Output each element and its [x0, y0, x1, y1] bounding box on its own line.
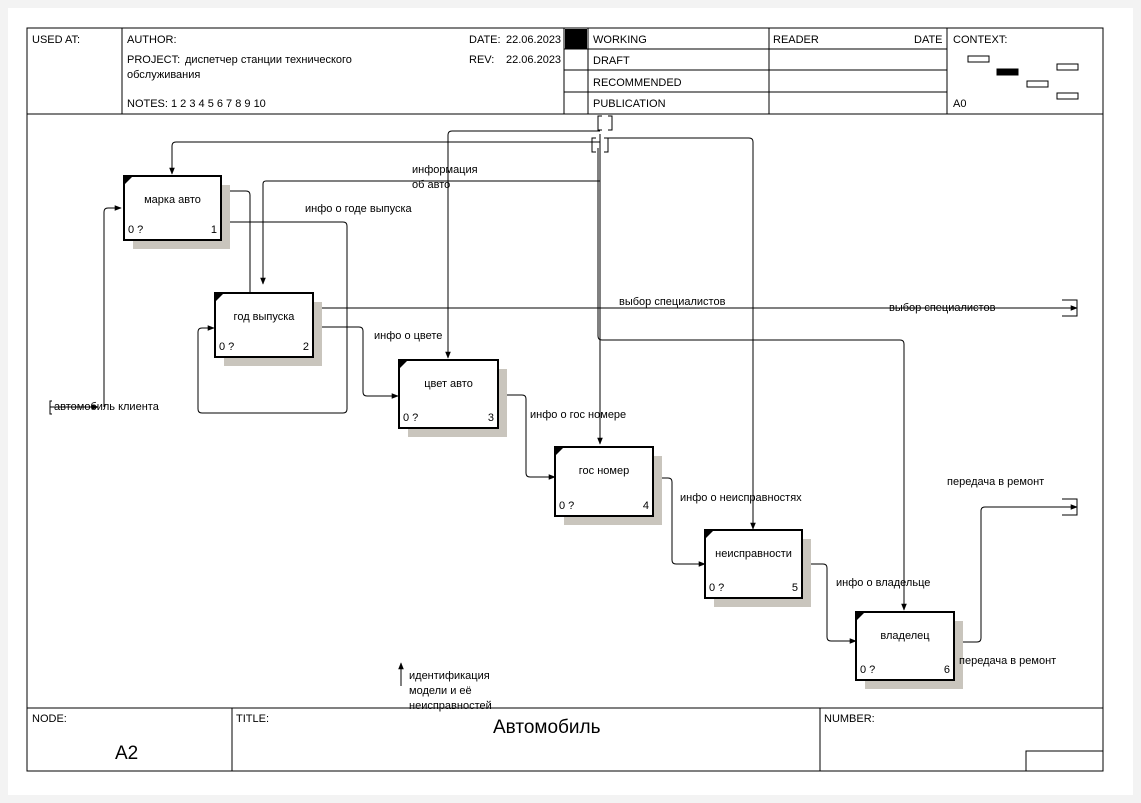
activity-box[interactable]: неисправности 0 ? 5: [704, 529, 811, 607]
activity-box[interactable]: цвет авто 0 ? 3: [398, 359, 507, 437]
working-status-marker: [565, 29, 587, 49]
box-label: цвет авто: [424, 378, 473, 390]
box-label: гос номер: [579, 465, 629, 477]
box-cost: 0 ?: [219, 341, 234, 353]
top-tunnel-icon: [597, 115, 613, 131]
specialists-tunnel-icon: [1062, 299, 1078, 317]
box-label: год выпуска: [234, 311, 296, 323]
label-ident-line2: модели и её: [409, 685, 472, 697]
box-frame: [855, 611, 955, 681]
reader-label: READER: [773, 34, 819, 46]
label-ident-line3: неисправностей: [409, 700, 492, 712]
project-name-line1: диспетчер станции технического: [185, 54, 352, 66]
activity-boxes: марка авто 0 ? 1 год выпуска 0 ? 2 цвет авто 0 …: [123, 175, 963, 689]
arrow-plate-info[interactable]: [498, 394, 556, 480]
notes-values: 1 2 3 4 5 6 7 8 9 10: [171, 98, 266, 110]
box-corner-mark: [555, 447, 564, 456]
rev-label: REV:: [469, 54, 494, 66]
client-car-tunnel-icon: [49, 400, 52, 415]
arrow-info-to-owner[interactable]: [597, 148, 907, 611]
title-label: TITLE:: [236, 713, 269, 725]
context-node: A0: [953, 98, 966, 110]
footer-frame: [26, 114, 1104, 772]
idef0-diagram-sheet: USED AT: AUTHOR: PROJECT: диспетчер стан…: [8, 8, 1133, 795]
box-number: 1: [211, 224, 217, 236]
activity-box[interactable]: марка авто 0 ? 1: [123, 175, 230, 249]
arrow-year-info-feedback[interactable]: [197, 221, 348, 414]
box-corner-mark: [856, 612, 865, 621]
notes-label: NOTES:: [127, 98, 168, 110]
arrow-client-car-to-brand[interactable]: [103, 205, 122, 407]
activity-box[interactable]: владелец 0 ? 6: [855, 611, 963, 689]
context-label: CONTEXT:: [953, 34, 1007, 46]
project-name-line2: обслуживания: [127, 69, 200, 81]
label-repair-outer: передача в ремонт: [947, 476, 1044, 488]
project-label: PROJECT:: [127, 54, 180, 66]
activity-box[interactable]: год выпуска 0 ? 2: [214, 292, 322, 366]
status-working: WORKING: [593, 34, 647, 46]
date-label: DATE:: [469, 34, 501, 46]
label-plate-info: инфо о гос номере: [530, 409, 626, 421]
box-cost: 0 ?: [403, 412, 418, 424]
box-label: марка авто: [144, 194, 201, 206]
label-info-line1: информация: [412, 164, 478, 176]
label-color-info: инфо о цвете: [374, 330, 442, 342]
label-owner-info: инфо о владельце: [836, 577, 930, 589]
arrow-faults-info[interactable]: [653, 477, 706, 567]
box-corner-mark: [399, 360, 408, 369]
box-frame: [554, 446, 654, 517]
label-specialists-inner: выбор специалистов: [619, 296, 726, 308]
box-frame: [398, 359, 499, 429]
reader-date-label: DATE: [914, 34, 943, 46]
box-corner-mark: [124, 176, 133, 185]
arrow-info-to-brand[interactable]: [169, 141, 600, 175]
arrow-repair-output[interactable]: [954, 504, 1078, 643]
box-cost: 0 ?: [559, 500, 574, 512]
label-specialists-outer: выбор специалистов: [889, 302, 996, 314]
box-number: 6: [944, 664, 950, 676]
arrow-owner-info[interactable]: [802, 563, 857, 644]
box-label: неисправности: [715, 548, 792, 560]
label-year-info: инфо о годе выпуска: [305, 203, 412, 215]
node-value: A2: [115, 743, 138, 764]
author-label: AUTHOR:: [127, 34, 177, 46]
header-frame: [26, 27, 1104, 115]
label-info-line2: об авто: [412, 179, 450, 191]
arrow-info-to-color[interactable]: [445, 130, 600, 359]
context-thumbnail: [967, 55, 1079, 100]
box-frame: [704, 529, 803, 599]
label-client-car: автомобиль клиента: [54, 401, 160, 413]
box-number: 3: [488, 412, 494, 424]
arrow-info-to-year[interactable]: [260, 134, 601, 285]
box-cost: 0 ?: [860, 664, 875, 676]
diagram-title: Автомобиль: [493, 717, 601, 738]
label-repair-inner: передача в ремонт: [959, 655, 1056, 667]
box-label: владелец: [880, 630, 930, 642]
box-frame: [214, 292, 314, 358]
used-at-label: USED AT:: [32, 34, 80, 46]
box-frame: [123, 175, 222, 241]
label-ident-line1: идентификация: [409, 670, 490, 682]
box-cost: 0 ?: [128, 224, 143, 236]
box-number: 5: [792, 582, 798, 594]
box-number: 2: [303, 341, 309, 353]
label-faults-info: инфо о неисправностях: [680, 492, 802, 504]
box-cost: 0 ?: [709, 582, 724, 594]
date-value: 22.06.2023: [506, 34, 561, 46]
node-label: NODE:: [32, 713, 67, 725]
number-label: NUMBER:: [824, 713, 875, 725]
box-number: 4: [643, 500, 649, 512]
box-corner-mark: [705, 530, 714, 539]
arrow-info-to-faults[interactable]: [604, 137, 756, 530]
status-draft: DRAFT: [593, 55, 630, 67]
status-publication: PUBLICATION: [593, 98, 666, 110]
box-corner-mark: [215, 293, 224, 302]
repair-tunnel-icon: [1062, 498, 1078, 516]
status-recommended: RECOMMENDED: [593, 77, 682, 89]
activity-box[interactable]: гос номер 0 ? 4: [554, 446, 662, 525]
arrow-color-info[interactable]: [313, 326, 399, 399]
rev-value: 22.06.2023: [506, 54, 561, 66]
